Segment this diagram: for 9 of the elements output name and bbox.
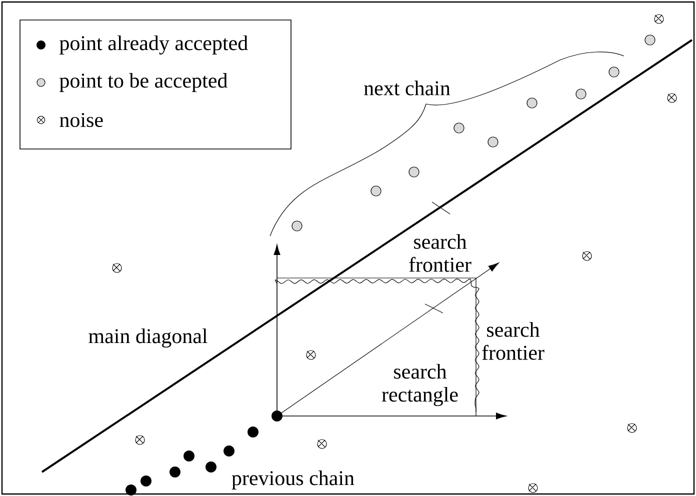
text-label: main diagonal (88, 328, 208, 348)
text-label: search frontier (482, 322, 544, 360)
text-label: search frontier (409, 234, 472, 272)
legend-text: point already accepted (60, 35, 248, 55)
text-label: search rectangle (382, 364, 458, 406)
legend-text: point to be accepted (60, 72, 228, 92)
legend-text: noise (60, 112, 103, 128)
text-label: previous chain (232, 470, 354, 490)
text-label: next chain (364, 80, 450, 96)
